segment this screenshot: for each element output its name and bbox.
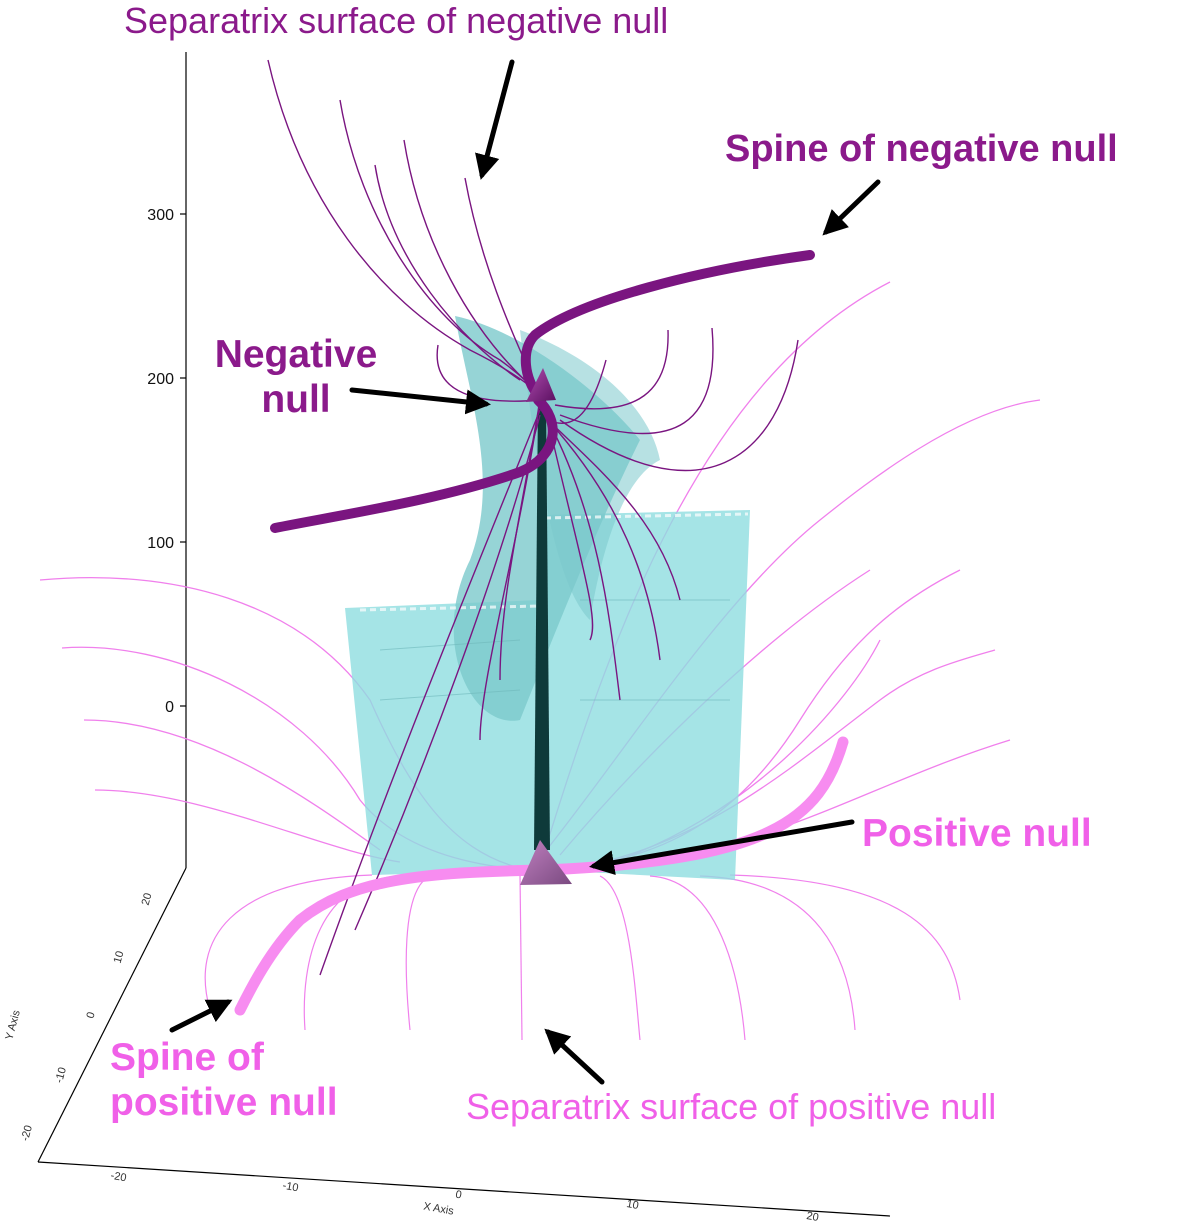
x-tick-neg20: -20: [110, 1170, 128, 1185]
x-tick-0: 0: [454, 1189, 462, 1202]
z-axis-ticks: 300 200 100 0: [147, 207, 174, 716]
arrow-icon-sep-neg: [475, 59, 515, 180]
arrow-icon-pos-null: [589, 819, 855, 875]
spine-positive-label-line1: Spine of: [110, 1036, 264, 1079]
arrow-icon-sep-pos: [544, 1028, 605, 1085]
negative-separatrix-lines: [267, 59, 799, 976]
y-tick-0: 0: [85, 1011, 98, 1020]
null-line: [534, 398, 550, 850]
negative-null-label-line2: null: [261, 377, 331, 421]
y-tick-neg20: -20: [19, 1124, 35, 1142]
z-tick-200: 200: [147, 371, 174, 388]
z-tick-0: 0: [165, 699, 174, 716]
x-tick-10: 10: [625, 1198, 639, 1212]
positive-separatrix-lines: [204, 874, 961, 1041]
annotation-arrows: [169, 59, 881, 1085]
x-axis-label: X Axis: [422, 1200, 455, 1217]
z-tick-100: 100: [147, 535, 174, 552]
y-tick-neg10: -10: [53, 1066, 69, 1084]
arrow-icon-spine-neg: [822, 179, 881, 236]
separatrix-positive-label: Separatrix surface of positive null: [466, 1086, 997, 1127]
negative-null-label-line1: Negative: [214, 333, 378, 376]
negative-null-label: Negative null: [196, 333, 396, 423]
positive-null-marker-icon: [520, 840, 572, 885]
positive-spine: [234, 736, 849, 1016]
spine-positive-label: Spine of positive null: [110, 1036, 338, 1126]
y-tick-20: 20: [140, 892, 155, 907]
arrow-icon-neg-null: [349, 387, 491, 415]
positive-null-label: Positive null: [862, 812, 1092, 855]
x-tick-20: 20: [805, 1210, 819, 1224]
y-axis-ticks: 20 10 0 -10 -20 Y Axis: [3, 892, 154, 1143]
x-tick-neg10: -10: [282, 1180, 300, 1195]
negative-null-marker-icon: [526, 368, 556, 402]
arrow-icon-spine-pos: [169, 999, 233, 1033]
axes-frame: [37, 52, 891, 1217]
z-tick-300: 300: [147, 207, 174, 224]
separatrix-negative-label: Separatrix surface of negative null: [124, 0, 669, 41]
y-axis-label: Y Axis: [3, 1009, 23, 1042]
negative-spine: [270, 250, 815, 533]
spine-positive-label-line2: positive null: [110, 1080, 338, 1124]
x-axis-ticks: -20 -10 0 X Axis 10 20: [110, 1170, 820, 1224]
spine-negative-label: Spine of negative null: [725, 128, 1118, 170]
y-tick-10: 10: [112, 950, 127, 965]
